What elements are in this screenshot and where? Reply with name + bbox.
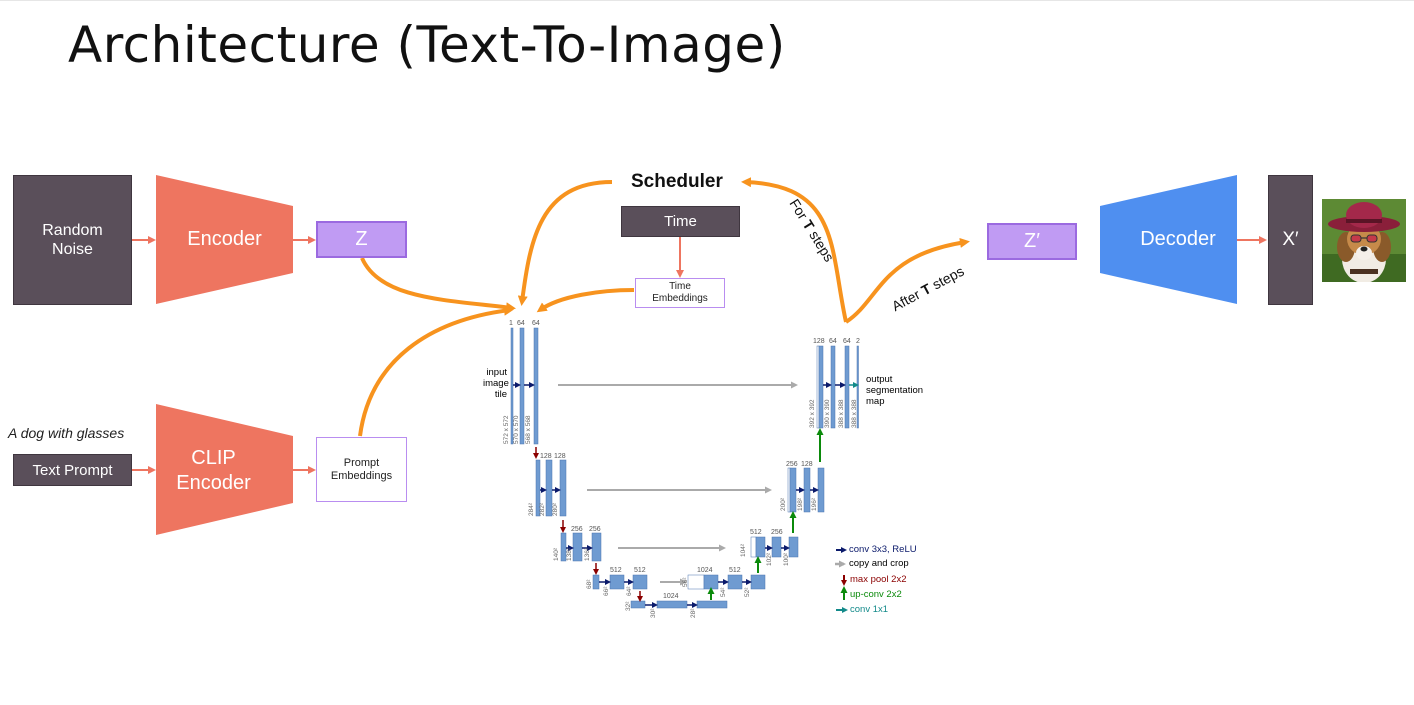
unet-channel-label: 1 [509, 320, 513, 327]
unet-channel-label: 256 [771, 529, 783, 536]
unet-size-label: 572 x 572 [503, 415, 510, 444]
unet-size-label: 140² [553, 547, 560, 561]
unet-input-line: input [486, 367, 507, 378]
unet-size-label: 388 x 388 [838, 399, 845, 428]
unet-size-label: 388 x 388 [851, 399, 858, 428]
unet-size-label: 30² [650, 608, 657, 618]
encoder-shape [156, 175, 293, 304]
unet-channel-label: 256 [571, 526, 583, 533]
decoder-shape [1100, 175, 1237, 304]
x-prime-box: X′ [1268, 175, 1313, 305]
unet-channel-label: 1024 [697, 567, 713, 574]
prompt-caption: A dog with glasses [8, 425, 125, 441]
unet-channel-label: 64 [843, 338, 851, 345]
flow-unet-to-scheduler [741, 177, 848, 323]
decoder-label: Decoder [1140, 228, 1216, 250]
unet-output-line: segmentation [866, 385, 924, 396]
unet-size-label: 136² [584, 547, 591, 561]
flow-z-to-unet [360, 257, 516, 313]
unet-channel-label: 512 [750, 529, 762, 536]
unet-input-line: image [483, 378, 509, 389]
unet-size-label: 198² [797, 497, 804, 511]
random-noise-box: Random Noise [13, 175, 132, 305]
unet-output-label: output segmentation map [866, 374, 923, 407]
unet-input-line: tile [494, 389, 507, 400]
unet-size-label: 392 x 392 [809, 399, 816, 428]
unet-output-line: map [866, 396, 885, 407]
flow-unet-to-zprime [844, 237, 970, 324]
unet-size-label: 390 x 390 [824, 399, 831, 428]
z-prime-box: Z′ [987, 223, 1077, 260]
unet-size-label: 138² [566, 547, 573, 561]
unet-channel-label: 64 [532, 320, 540, 327]
unet-size-label: 284² [528, 502, 535, 516]
unet-channel-label: 128 [801, 461, 813, 468]
z-latent-box: Z [316, 221, 407, 258]
unet-size-label: 282² [539, 502, 546, 516]
flow-time-to-unet [536, 288, 635, 313]
legend-conv1x1-label: conv 1x1 [850, 604, 889, 612]
legend-pool-label: max pool 2x2 [850, 574, 907, 585]
flow-prompt-to-unet [358, 305, 514, 437]
text-prompt-box: Text Prompt [13, 454, 132, 486]
clip-encoder-shape [156, 404, 293, 535]
unet-channel-label: 128 [540, 453, 552, 460]
unet-channel-label: 256 [589, 526, 601, 533]
unet-size-label: 52² [744, 587, 751, 597]
unet-channel-label: 64 [517, 320, 525, 327]
unet-channel-label: 1024 [663, 593, 679, 600]
unet-size-label: 64² [626, 586, 633, 596]
legend-copy-label: copy and crop [849, 558, 909, 569]
unet-size-label: 280² [552, 502, 559, 516]
clip-encoder-label: CLIP Encoder [176, 447, 251, 494]
unet-size-label: 568 x 568 [525, 415, 532, 444]
unet-input-label: input image tile [483, 367, 509, 400]
time-embeddings-box: Time Embeddings [635, 278, 725, 308]
dog-photo [1322, 199, 1406, 282]
encoder-label: Encoder [187, 228, 262, 250]
unet-output-line: output [866, 374, 893, 385]
flow-scheduler-to-unet [517, 180, 613, 306]
scheduler-label: Scheduler [631, 171, 723, 192]
unet-channel-label: 256 [786, 461, 798, 468]
unet-size-label: 32² [625, 601, 632, 611]
prompt-embeddings-box: Prompt Embeddings [316, 437, 407, 502]
unet-channel-label: 512 [610, 567, 622, 574]
slide-title: Architecture (Text-To-Image) [68, 16, 786, 74]
unet-size-label: 104² [740, 543, 747, 557]
unet-size-label: 28² [690, 608, 697, 618]
unet-size-label: 56² [682, 577, 689, 587]
unet-channel-label: 512 [729, 567, 741, 574]
unet-size-label: 68² [586, 579, 593, 589]
dog-with-hat-icon [1322, 199, 1406, 282]
unet-channel-label: 128 [554, 453, 566, 460]
unet-size-label: 200² [780, 497, 787, 511]
unet-channel-label: 512 [634, 567, 646, 574]
time-box: Time [621, 206, 740, 237]
unet-size-label: 66² [603, 586, 610, 596]
unet-size-label: 196² [811, 497, 818, 511]
legend-upconv-label: up-conv 2x2 [850, 589, 902, 600]
legend-conv-label: conv 3x3, ReLU [849, 544, 917, 555]
unet-channel-label: 64 [829, 338, 837, 345]
unet-size-label: 100² [783, 552, 790, 566]
unet-size-label: 102² [766, 552, 773, 566]
unet-channel-label: 2 [856, 338, 860, 345]
unet-size-label: 570 x 570 [513, 415, 520, 444]
unet-size-label: 54² [720, 587, 727, 597]
unet-channel-label: 128 [813, 338, 825, 345]
top-divider [0, 0, 1414, 1]
